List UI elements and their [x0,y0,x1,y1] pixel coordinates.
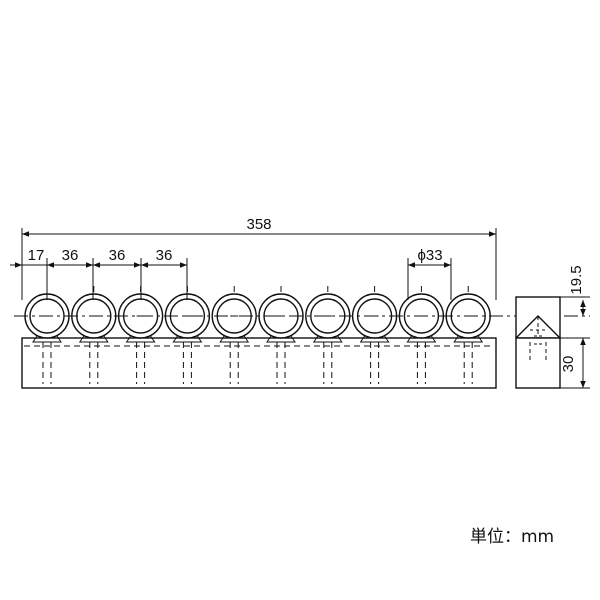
hole-neck [172,335,203,343]
dim-pitch-text-2: 36 [109,247,126,264]
front-view [21,286,497,389]
unit-label: 単位：mm [470,527,555,547]
dim-diameter-text: ϕ33 [417,247,442,264]
hole-neck [125,335,156,343]
dim-overall-text: 358 [246,216,271,233]
side-lower [515,337,561,389]
hole-neck [266,335,296,343]
dim-side-top-text: 19.5 [568,265,585,294]
hole-neck [312,335,343,343]
dim-pitch-text-3: 36 [156,247,173,264]
dimension-lines [10,228,497,300]
hidden-lines [24,342,494,384]
dim-side-body-text: 30 [560,356,577,373]
side-dimensions [560,296,590,389]
hole-neck [32,335,62,343]
hole-group [24,286,491,339]
dim-edge-text: 17 [28,247,45,264]
side-view [515,296,561,389]
slot-group [32,335,484,343]
hole-neck [406,335,437,343]
hole-neck [78,335,109,343]
hole-neck [453,335,484,343]
hole-neck [359,335,390,343]
hole-neck [219,335,250,343]
dim-pitch-text-1: 36 [62,247,79,264]
